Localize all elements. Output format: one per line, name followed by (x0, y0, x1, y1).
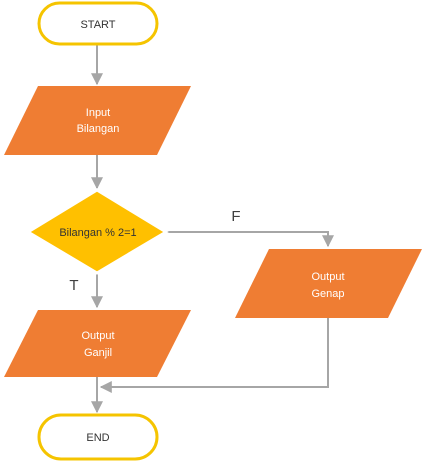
input-shape (4, 86, 191, 155)
decision-shape (25, 188, 169, 275)
start-label: START (80, 19, 115, 31)
end-label: END (86, 432, 109, 444)
input-label-line1: Input (86, 107, 110, 119)
start-terminal-shape (37, 1, 159, 46)
edge-decision-false-to-genap (166, 231, 334, 248)
output-ganjil-node: Output Ganjil (4, 310, 191, 377)
decision-label: Bilangan % 2=1 (59, 227, 136, 239)
output-ganjil-shape (4, 310, 191, 377)
output-genap-label-line1: Output (311, 271, 344, 283)
connectors (91, 44, 334, 414)
input-node: Input Bilangan (4, 86, 191, 155)
end-terminal: END (37, 413, 159, 461)
input-label-line2: Bilangan (77, 123, 120, 135)
decision-node: Bilangan % 2=1 (25, 188, 169, 275)
output-ganjil-label-line2: Ganjil (84, 347, 112, 359)
end-terminal-shape (37, 413, 159, 461)
output-genap-node: Output Genap (235, 249, 422, 318)
output-ganjil-label-line1: Output (81, 330, 114, 342)
start-terminal: START (37, 1, 159, 46)
false-branch-label: F (231, 208, 240, 225)
output-genap-label-line2: Genap (311, 288, 344, 300)
true-branch-label: T (69, 277, 78, 294)
output-genap-shape (235, 249, 422, 318)
edge-genap-to-merge (99, 318, 329, 393)
